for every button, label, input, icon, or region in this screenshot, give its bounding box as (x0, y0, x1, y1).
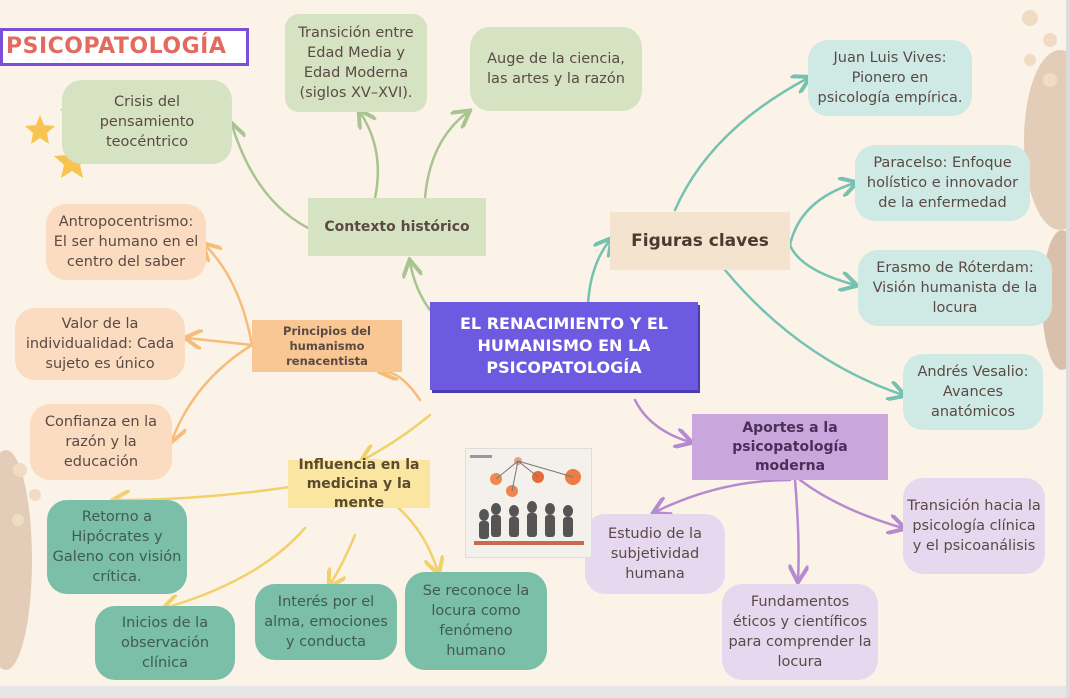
context-history-node: Contexto histórico (308, 198, 486, 256)
bottom-scroll-area (0, 686, 1070, 698)
key-figures-node: Figuras claves (610, 212, 790, 270)
central-topic: EL RENACIMIENTO Y EL HUMANISMO EN LA PSI… (430, 302, 698, 390)
vesalio-node: Andrés Vesalio: Avances anatómicos (903, 354, 1043, 430)
crisis-node: Crisis del pensamiento teocéntrico (62, 80, 232, 164)
humanist-principles-node: Principios del humanismo renacentista (252, 320, 402, 372)
clinical-observation-node: Inicios de la observación clínica (95, 606, 235, 680)
subjectivity-node: Estudio de la subjetividad humana (585, 514, 725, 594)
hippocrates-galen-node: Retorno a Hipócrates y Galeno con visión… (47, 500, 187, 594)
madness-human-node: Se reconoce la locura como fenómeno huma… (405, 572, 547, 670)
erasmo-node: Erasmo de Róterdam: Visión humanista de … (858, 250, 1052, 326)
medicine-influence-node: Influencia en la medicina y la mente (288, 457, 430, 511)
individuality-node: Valor de la individualidad: Cada sujeto … (15, 308, 185, 380)
paracelso-node: Paracelso: Enfoque holístico e innovador… (855, 145, 1030, 221)
vives-node: Juan Luis Vives: Pionero en psicología e… (808, 40, 972, 116)
page-title: PSICOPATOLOGÍA (0, 28, 249, 66)
soul-emotions-node: Interés por el alma, emociones y conduct… (255, 584, 397, 660)
group-discussion-illustration (465, 448, 592, 558)
transition-node: Transición entre Edad Media y Edad Moder… (285, 14, 427, 112)
science-arts-node: Auge de la ciencia, las artes y la razón (470, 27, 642, 111)
anthropocentrism-node: Antropocentrismo: El ser humano en el ce… (46, 204, 206, 280)
reason-education-node: Confianza en la razón y la educación (30, 404, 172, 480)
clinical-transition-node: Transición hacia la psicología clínica y… (903, 478, 1045, 574)
ethical-foundations-node: Fundamentos éticos y científicos para co… (722, 584, 878, 680)
modern-contributions-node: Aportes a la psicopatología moderna (692, 414, 888, 480)
right-scroll-area (1066, 0, 1070, 698)
